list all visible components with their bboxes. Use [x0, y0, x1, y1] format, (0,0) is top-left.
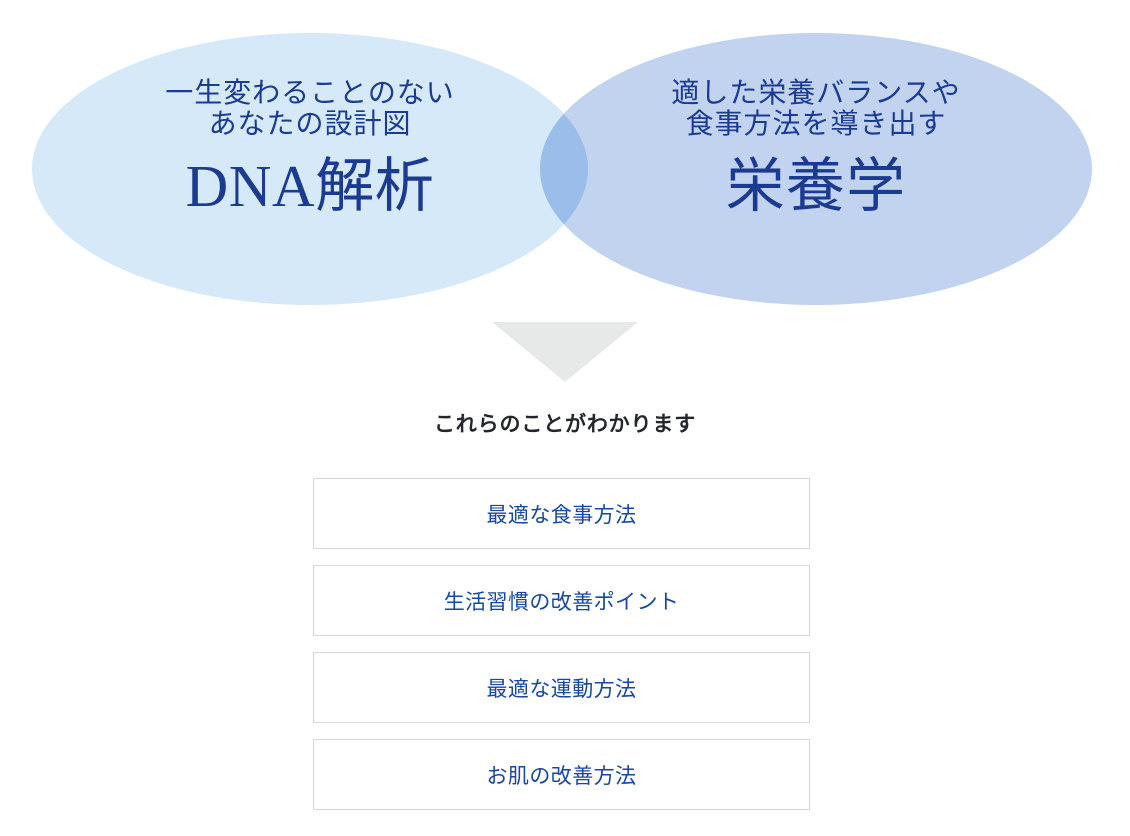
venn-right-title: 栄養学 — [725, 152, 907, 219]
venn-ellipse-right — [540, 33, 1092, 305]
list-item[interactable]: 最適な運動方法 — [313, 652, 810, 723]
venn-right-subtitle-line-1: 適した栄養バランスや — [671, 78, 961, 109]
venn-right-subtitle-line-2: 食事方法を導き出す — [685, 109, 947, 141]
venn-ellipse-left — [32, 33, 588, 305]
list-item-label: 最適な運動方法 — [486, 677, 637, 701]
venn-right-label-group: 適した栄養バランスや 食事方法を導き出す 栄養学 — [540, 78, 1092, 219]
triangle-down-icon — [492, 322, 638, 382]
venn-shapes — [32, 33, 1092, 305]
results-heading: これらのことがわかります — [433, 413, 697, 436]
venn-left-subtitle-line-2: あなたの設計図 — [208, 109, 412, 141]
venn-left-title: DNA解析 — [185, 152, 435, 219]
list-item[interactable]: 最適な食事方法 — [313, 478, 810, 549]
list-item-label: 生活習慣の改善ポイント — [443, 590, 680, 614]
list-item[interactable]: 生活習慣の改善ポイント — [313, 565, 810, 636]
venn-diagram: 一生変わることのない あなたの設計図 DNA解析 適した栄養バランスや 食事方法… — [0, 0, 1130, 320]
list-item-label: お肌の改善方法 — [486, 764, 637, 788]
list-item[interactable]: お肌の改善方法 — [313, 739, 810, 810]
venn-left-subtitle-line-1: 一生変わることのない — [165, 78, 455, 109]
venn-left-label-group: 一生変わることのない あなたの設計図 DNA解析 — [32, 78, 588, 219]
results-list: 最適な食事方法 生活習慣の改善ポイント 最適な運動方法 お肌の改善方法 — [313, 478, 810, 810]
list-item-label: 最適な食事方法 — [486, 503, 637, 527]
